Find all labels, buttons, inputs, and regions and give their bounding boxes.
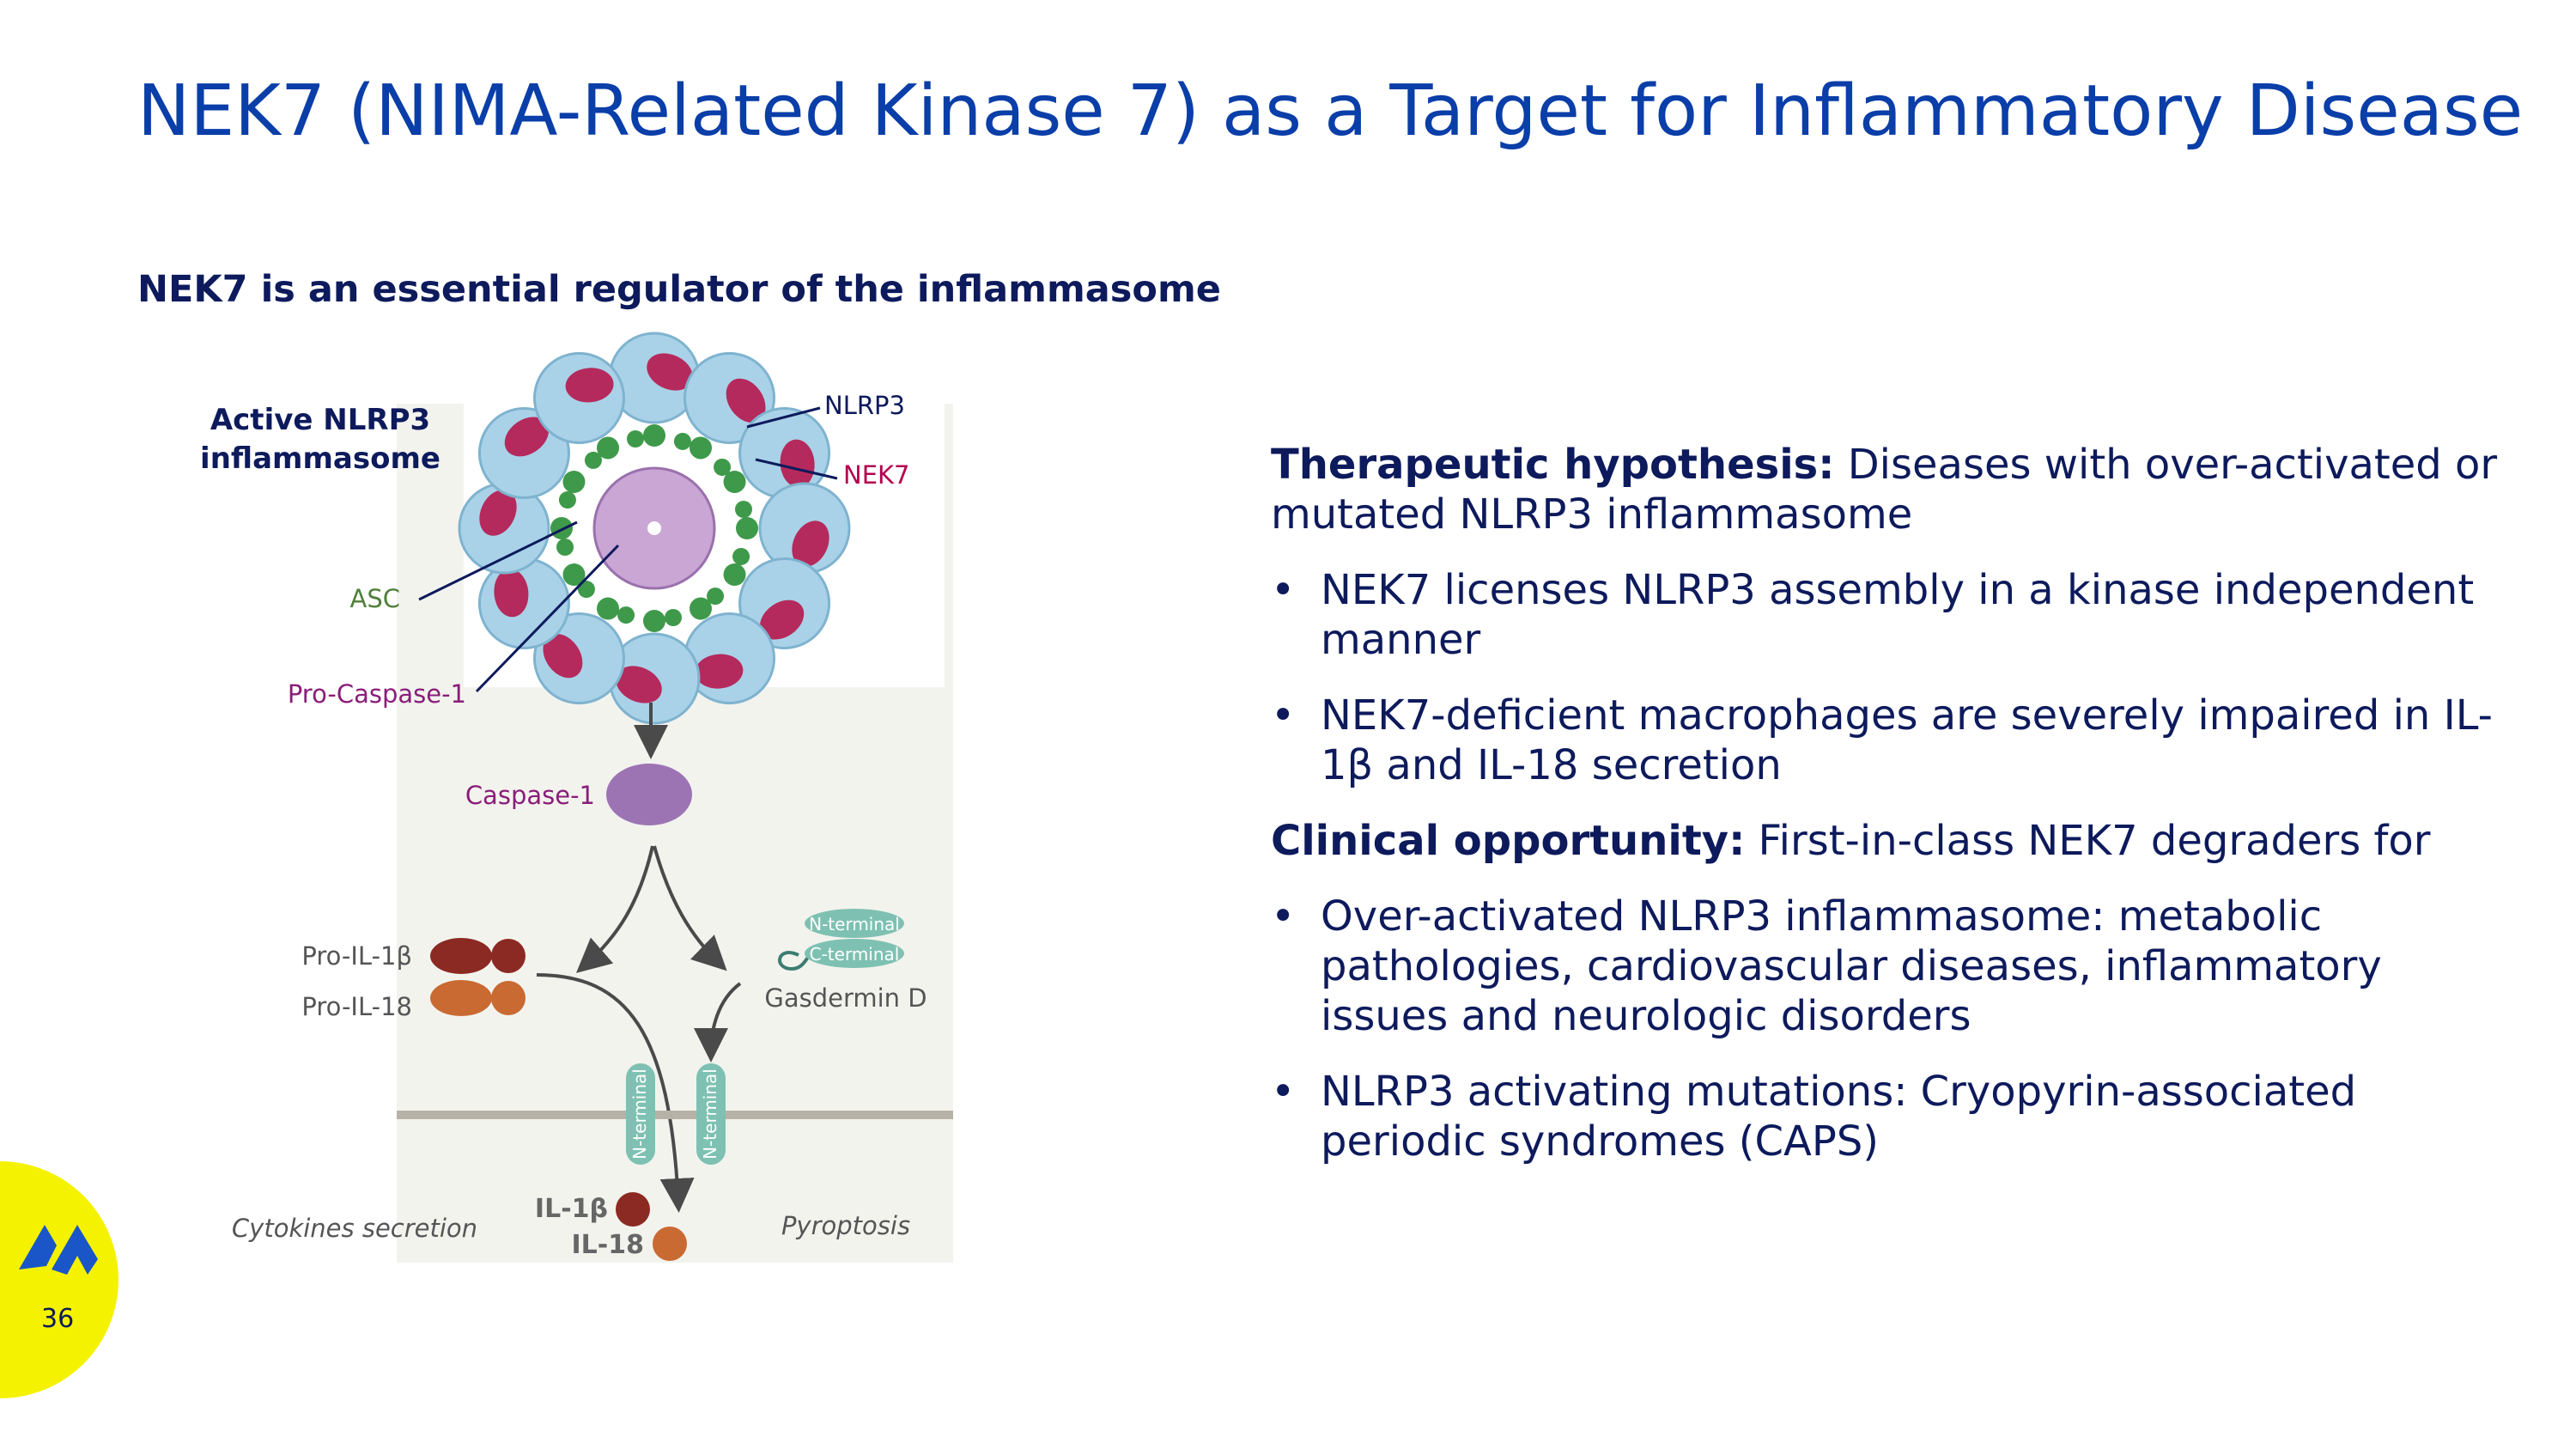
pro-il1b-label: Pro-IL-1β bbox=[301, 941, 412, 971]
gasdermin-label: Gasdermin D bbox=[764, 983, 927, 1013]
nek7-label: NEK7 bbox=[843, 460, 909, 490]
nlrp3-label: NLRP3 bbox=[824, 391, 905, 420]
gasdermin-n-terminal bbox=[805, 909, 904, 938]
il18-label: IL-18 bbox=[572, 1230, 644, 1260]
caspase-1-label: Caspase-1 bbox=[465, 781, 595, 810]
list-item: •Over-activated NLRP3 inflammasome: meta… bbox=[1271, 892, 2382, 1040]
svg-text:C-terminal: C-terminal bbox=[810, 944, 900, 965]
membrane-pore-left bbox=[626, 1063, 655, 1165]
section-subtitle: NEK7 is an essential regulator of the in… bbox=[137, 268, 1221, 311]
hypothesis-text: Diseases with over-activated or mutated … bbox=[1271, 441, 2498, 539]
asc-label: ASC bbox=[350, 584, 401, 613]
page-title: NEK7 (NIMA-Related Kinase 7) as a Target… bbox=[137, 70, 2524, 152]
gasdermin-c-terminal bbox=[805, 939, 904, 968]
il18-shape bbox=[653, 1227, 687, 1261]
list-item: •NLRP3 activating mutations: Cryopyrin-a… bbox=[1271, 1068, 2357, 1166]
hypothesis-heading: Therapeutic hypothesis: bbox=[1271, 441, 1835, 489]
nlrp3-inflammasome-ring bbox=[458, 332, 851, 725]
opportunity-heading: Clinical opportunity: bbox=[1271, 817, 1746, 865]
pro-il18-label: Pro-IL-18 bbox=[301, 992, 412, 1021]
active-inflammasome-label: Active NLRP3 bbox=[210, 403, 430, 437]
list-item: •NEK7-deficient macrophages are severely… bbox=[1271, 691, 2493, 789]
pyroptosis-label: Pyroptosis bbox=[781, 1211, 910, 1240]
membrane-pore-right bbox=[696, 1063, 726, 1165]
list-item: •NEK7 licenses NLRP3 assembly in a kinas… bbox=[1271, 566, 2475, 664]
page-number: 36 bbox=[41, 1304, 75, 1334]
pro-il1b-shape bbox=[430, 938, 492, 974]
svg-text:N-terminal: N-terminal bbox=[809, 914, 900, 935]
opportunity-paragraph: Clinical opportunity: First-in-class NEK… bbox=[1271, 816, 2507, 866]
cell-membrane bbox=[397, 1111, 953, 1119]
il1b-label: IL-1β bbox=[535, 1194, 608, 1224]
opportunity-bullets: •Over-activated NLRP3 inflammasome: meta… bbox=[1271, 892, 2507, 1166]
content-panel: Therapeutic hypothesis: Diseases with ov… bbox=[1271, 440, 2507, 1192]
svg-text:inflammasome: inflammasome bbox=[200, 441, 440, 476]
pro-caspase-label: Pro-Caspase-1 bbox=[288, 679, 466, 709]
hypothesis-paragraph: Therapeutic hypothesis: Diseases with ov… bbox=[1271, 440, 2507, 539]
hypothesis-bullets: •NEK7 licenses NLRP3 assembly in a kinas… bbox=[1271, 565, 2507, 790]
caspase-1-shape bbox=[606, 764, 692, 825]
svg-text:N-terminal: N-terminal bbox=[700, 1068, 720, 1160]
svg-text:N-terminal: N-terminal bbox=[629, 1068, 650, 1160]
cytokines-secretion-label: Cytokines secretion bbox=[232, 1214, 477, 1243]
company-logo bbox=[19, 1225, 98, 1275]
il1b-shape bbox=[616, 1192, 650, 1227]
pro-il18-shape bbox=[430, 980, 492, 1016]
opportunity-text: First-in-class NEK7 degraders for bbox=[1745, 817, 2431, 865]
